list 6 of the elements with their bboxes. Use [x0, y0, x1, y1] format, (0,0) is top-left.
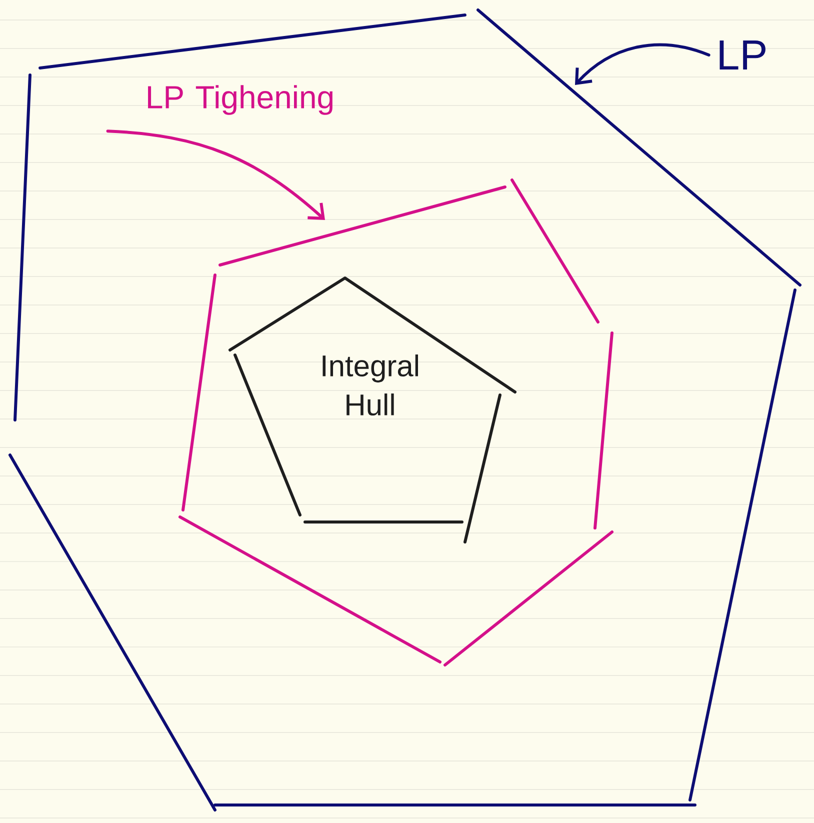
polygon-label: Integral Hull — [322, 354, 418, 416]
hexagon-outline — [178, 178, 614, 666]
arrow — [575, 43, 710, 85]
polygon-label: LP Tighening — [148, 85, 332, 115]
hexagon-outline — [8, 8, 802, 812]
arrow — [106, 130, 325, 220]
